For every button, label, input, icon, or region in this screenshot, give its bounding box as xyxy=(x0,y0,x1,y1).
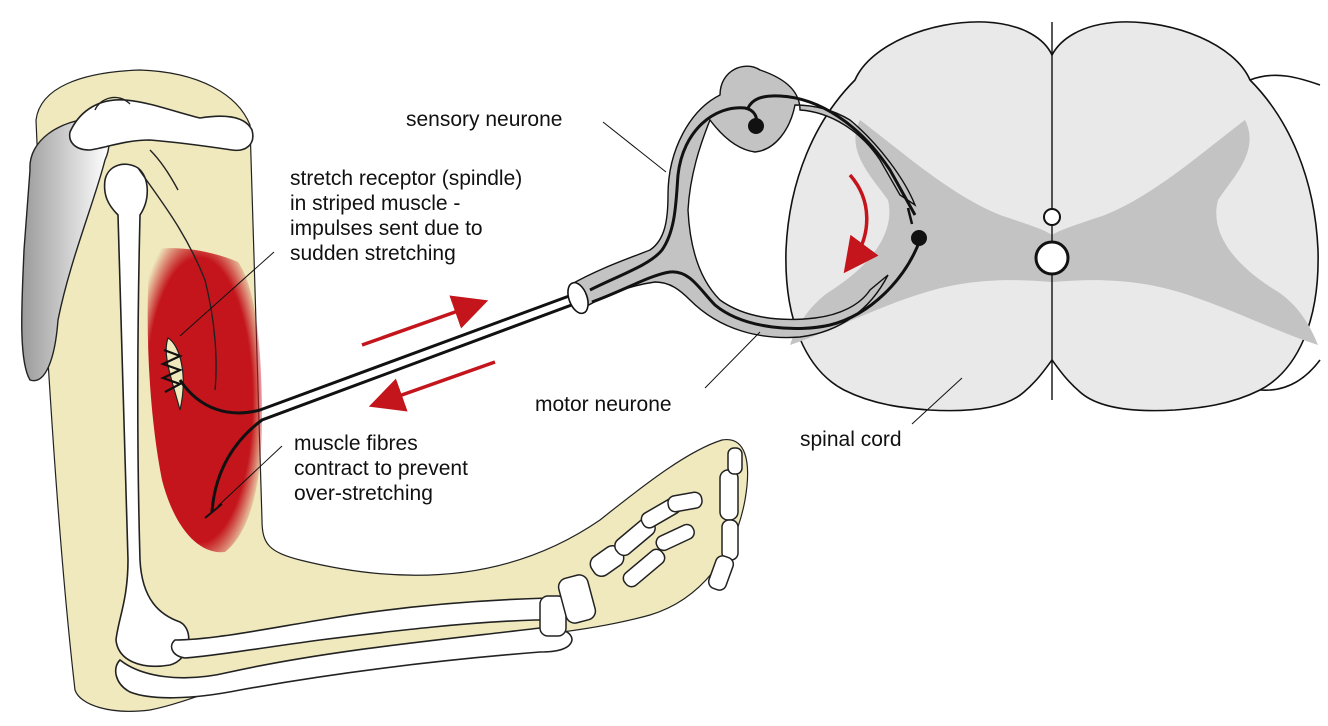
label-motor-neurone: motor neurone xyxy=(535,393,672,416)
central-canal xyxy=(1044,209,1060,225)
label-stretch-receptor-line-1: stretch receptor (spindle) xyxy=(290,167,522,190)
label-stretch-receptor-line-3: impulses sent due to xyxy=(290,217,483,240)
arrow-to-cord xyxy=(362,305,475,345)
impulse-arrows xyxy=(362,305,495,402)
label-spinal-cord: spinal cord xyxy=(800,428,902,451)
label-stretch-receptor-line-2: in striped muscle - xyxy=(290,192,460,215)
label-muscle-fibres: muscle fibres contract to prevent over-s… xyxy=(294,432,474,505)
label-stretch-receptor-line-4: sudden stretching xyxy=(290,242,456,265)
label-sensory-neurone: sensory neurone xyxy=(406,108,562,131)
sensory-cell-body xyxy=(748,118,764,134)
label-muscle-fibres-line-2: contract to prevent xyxy=(294,457,468,480)
label-muscle-fibres-line-1: muscle fibres xyxy=(294,432,418,455)
motor-cell-body xyxy=(911,230,927,246)
label-stretch-receptor: stretch receptor (spindle) in striped mu… xyxy=(290,167,528,265)
blood-vessel xyxy=(1036,242,1068,274)
label-muscle-fibres-line-3: over-stretching xyxy=(294,482,433,505)
